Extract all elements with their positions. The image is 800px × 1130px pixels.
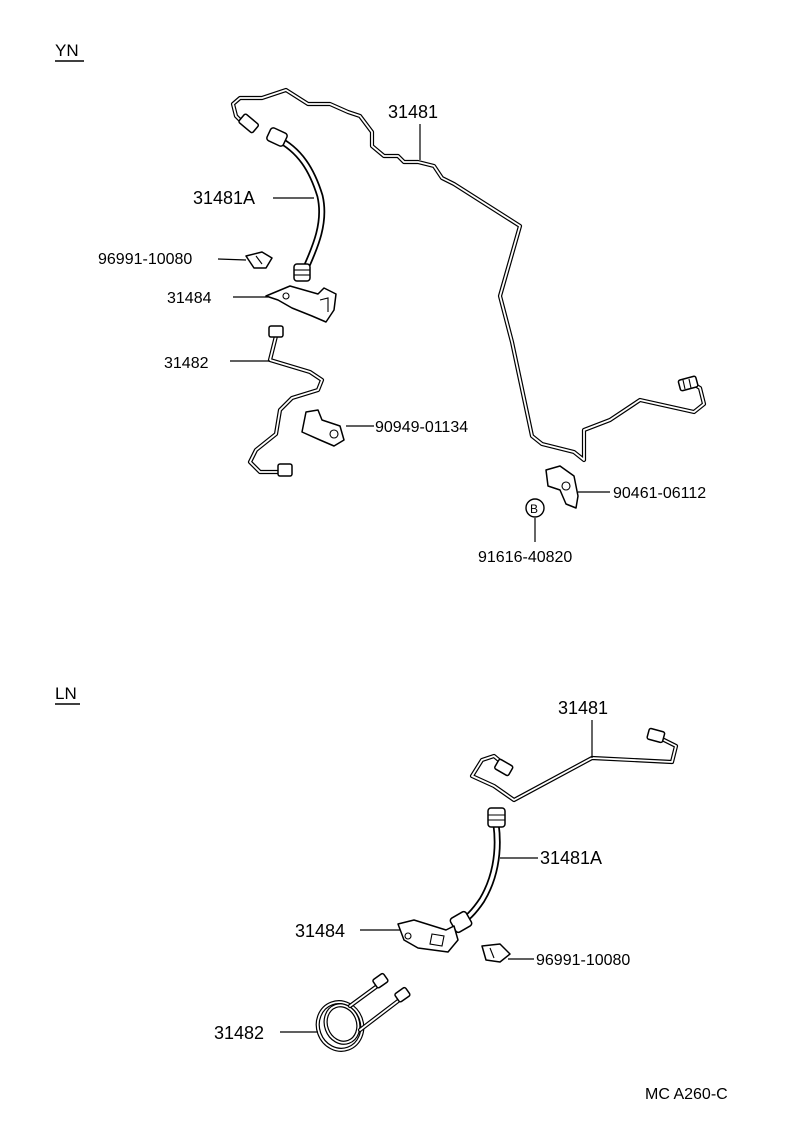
yn-pipe-31481-flare-nut-right [677, 375, 699, 392]
section-label-ln: LN [55, 684, 77, 703]
ln-bracket-31484 [397, 919, 459, 953]
yn-pipe-31482-nut-bottom [277, 463, 293, 477]
label-yn-91616: 91616-40820 [478, 549, 572, 566]
ln-pipe-31482-nut-b [394, 986, 411, 1003]
ln-pipe-31482-nut-a [372, 972, 389, 989]
section-label-yn: YN [55, 41, 79, 60]
yn-pipe-31481 [230, 87, 707, 463]
yn-hose-31481a [266, 127, 326, 282]
yn-bolt-91616: B [525, 498, 545, 518]
yn-pipe-31482 [247, 325, 325, 477]
label-ln-31481: 31481 [558, 698, 608, 718]
ln-hose-31481a [449, 807, 506, 934]
label-yn-31482: 31482 [164, 355, 209, 372]
bolt-marker-circle [525, 498, 545, 518]
yn-clamp-90949 [301, 409, 345, 447]
section-ln: LN 31481 31481A 31484 [55, 684, 679, 1052]
ln-pipe-31482 [315, 972, 411, 1052]
figure-code: MC A260-C [645, 1086, 728, 1103]
label-ln-31484: 31484 [295, 921, 345, 941]
label-ln-31482: 31482 [214, 1023, 264, 1043]
label-yn-31481: 31481 [388, 102, 438, 122]
bolt-marker-letter: B [530, 502, 538, 516]
ln-hose-end-top [487, 807, 506, 828]
ln-clip-96991 [481, 943, 511, 963]
yn-clamp-90461 [545, 465, 579, 509]
label-yn-90949: 90949-01134 [375, 419, 468, 436]
label-ln-31481a: 31481A [540, 848, 602, 868]
label-yn-31484: 31484 [167, 290, 212, 307]
ln-pipe-31481 [469, 727, 679, 803]
leader-yn-96991 [217, 258, 247, 261]
yn-pipe-31481-flare-nut-left [238, 113, 260, 134]
section-yn: YN 31481 31481A 96991-10080 [55, 41, 706, 566]
yn-pipe-31482-nut-top [268, 325, 284, 338]
yn-clip-96991 [245, 251, 273, 269]
label-yn-96991: 96991-10080 [98, 251, 192, 268]
label-yn-90461: 90461-06112 [613, 485, 706, 502]
ln-pipe-31481-nut-right [646, 727, 666, 744]
yn-bracket-31484 [265, 285, 337, 323]
yn-hose-end-bottom [293, 263, 311, 282]
label-yn-31481a: 31481A [193, 188, 255, 208]
ln-pipe-31481-nut-left [494, 758, 514, 777]
label-ln-96991: 96991-10080 [536, 952, 630, 969]
yn-hose-end-top [266, 127, 288, 147]
